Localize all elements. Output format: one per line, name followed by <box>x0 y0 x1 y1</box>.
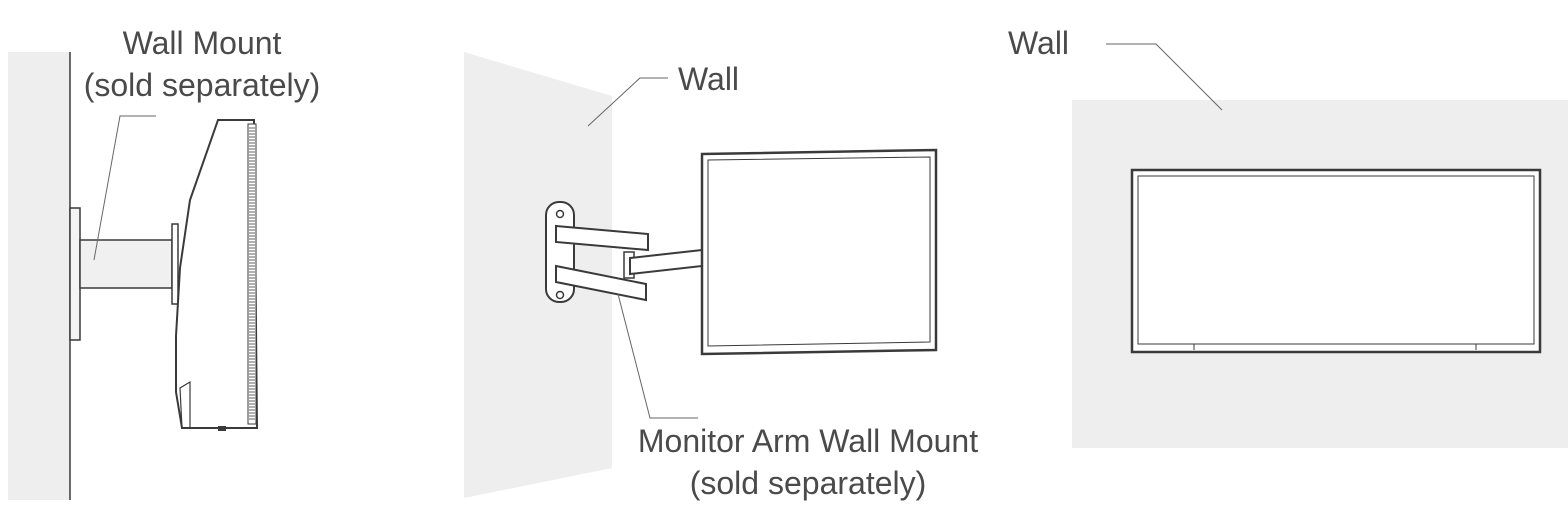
wall-mount-arm <box>79 239 173 289</box>
bracket-screw-bottom <box>555 290 565 300</box>
monitor-arm-wall-mount-label: Monitor Arm Wall Mount (sold separately) <box>610 420 1006 504</box>
arm-forearm <box>629 248 703 276</box>
arm-upper-segment <box>555 224 649 252</box>
wall-mount-label-line1: Wall Mount <box>122 25 282 61</box>
monitor-side-button <box>218 426 226 431</box>
wall-mount-label: Wall Mount (sold separately) <box>74 22 330 106</box>
wall-mount-leader <box>93 115 156 261</box>
front-wall-leader <box>1106 43 1223 111</box>
monitor-vents <box>249 127 255 420</box>
side-wall <box>8 52 70 500</box>
monitor-arm-label-line1: Monitor Arm Wall Mount <box>637 423 979 459</box>
wall-mount-plate <box>69 207 81 341</box>
arm-mount-leader <box>617 293 698 419</box>
vesa-plate <box>171 223 179 305</box>
side-view-panel <box>8 52 259 500</box>
arm-wall-label: Wall <box>678 61 740 97</box>
bracket-screw-top <box>555 209 565 219</box>
arm-monitor-screen <box>707 156 931 347</box>
monitor-side-bezel <box>247 123 257 425</box>
front-monitor-screen <box>1137 175 1535 345</box>
arm-wall <box>464 52 612 498</box>
arm-lower-segment <box>555 264 647 302</box>
arm-wall-leader <box>587 77 668 127</box>
arm-view-panel <box>464 52 938 498</box>
monitor-arm-label-line2: (sold separately) <box>689 465 927 501</box>
wall-mount-label-line2: (sold separately) <box>83 67 321 103</box>
front-wall-label: Wall <box>1008 25 1070 61</box>
monitor-side-body <box>175 119 259 429</box>
monitor-side-foot <box>179 380 191 429</box>
front-view-panel <box>1072 43 1568 448</box>
